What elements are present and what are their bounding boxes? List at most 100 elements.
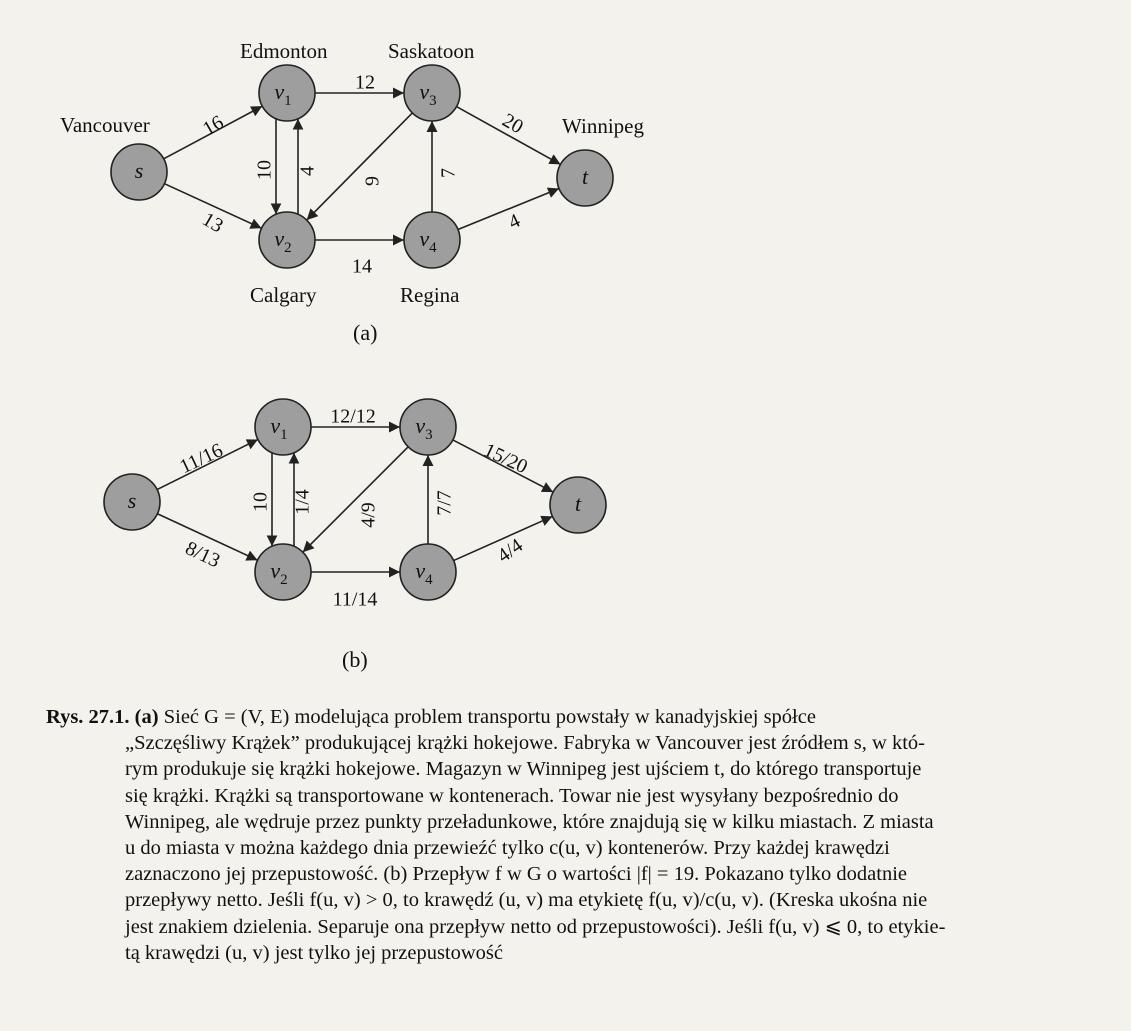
- edge-v4-t: [457, 187, 560, 231]
- node-v2: v2: [254, 543, 312, 601]
- edge-line-v3-v2: [306, 112, 413, 221]
- edge-v3-t: [456, 105, 561, 166]
- edge-s-v1: [163, 105, 263, 160]
- edge-label-s-v2: 8/13: [182, 537, 224, 572]
- city-label-s: Vancouver: [60, 113, 150, 137]
- node-circle-s: [110, 143, 168, 201]
- edge-line-s-v1: [156, 438, 259, 491]
- edge-label-s-v1: 16: [199, 111, 227, 140]
- node-label-t: t: [582, 164, 589, 189]
- edge-label-v1-v2: 10: [250, 492, 272, 512]
- node-v4: v4: [399, 543, 457, 601]
- edge-label-s-v1: 11/16: [176, 439, 226, 478]
- node-v1: v1: [258, 64, 316, 122]
- edge-line-s-v2: [164, 182, 262, 230]
- caption-text: u do miasta v można każdego dnia przewie…: [125, 837, 890, 860]
- node-circle-v2: [258, 211, 316, 269]
- edge-label-v4-t: 4: [505, 210, 523, 234]
- edge-line-v4-t: [457, 187, 560, 231]
- caption-line: przepływy netto. Jeśli f(u, v) > 0, to k…: [46, 887, 1086, 913]
- caption-text: Winnipeg, ale wędruje przez punkty przeł…: [125, 810, 934, 833]
- edge-line-v3-t: [452, 439, 554, 493]
- edge-line-v4-t: [453, 515, 553, 562]
- edge-line-s-v2: [157, 513, 258, 561]
- node-circle-t: [549, 476, 607, 534]
- caption-text: jest znakiem dzielenia. Separuje ona prz…: [125, 915, 946, 938]
- node-circle-s: [103, 473, 161, 531]
- figure-caption: Rys. 27.1. (a) Sieć G = (V, E) modelując…: [46, 704, 1086, 966]
- node-label-t: t: [575, 491, 582, 516]
- caption-figure-number: Rys. 27.1. (a): [46, 706, 159, 728]
- caption-text: przepływy netto. Jeśli f(u, v) > 0, to k…: [125, 889, 928, 912]
- node-v1: v1: [254, 398, 312, 456]
- node-circle-v4: [399, 543, 457, 601]
- caption-text: tą krawędzi (u, v) jest tylko jej przepu…: [125, 941, 503, 964]
- edge-label-v1-v2: 10: [254, 160, 276, 180]
- edge-v3-v2: [306, 112, 413, 221]
- node-circle-v2: [254, 543, 312, 601]
- edge-label-s-v2: 13: [199, 208, 227, 237]
- caption-line: Winnipeg, ale wędruje przez punkty przeł…: [46, 809, 1086, 835]
- edge-label-v4-v3: 7: [438, 168, 460, 178]
- caption-text: „Szczęśliwy Krążek” produkującej krążki …: [125, 732, 925, 755]
- caption-text: się krążki. Krążki są transportowane w k…: [125, 784, 899, 807]
- caption-line: rym produkuje się krążki hokejowe. Magaz…: [46, 756, 1086, 782]
- edge-label-v1-v3: 12: [355, 72, 375, 94]
- node-s: s: [110, 143, 168, 201]
- node-circle-v3: [399, 398, 457, 456]
- node-circle-v1: [254, 398, 312, 456]
- node-label-s: s: [135, 158, 144, 183]
- caption-line: „Szczęśliwy Krążek” produkującej krążki …: [46, 730, 1086, 756]
- node-v2: v2: [258, 211, 316, 269]
- edge-s-v1: [156, 438, 259, 491]
- caption-line: jest znakiem dzielenia. Separuje ona prz…: [46, 914, 1086, 940]
- edge-label-v3-v2: 9: [362, 176, 384, 186]
- edge-line-v3-v2: [302, 446, 409, 553]
- edge-label-v2-v4: 11/14: [333, 589, 378, 611]
- node-circle-v1: [258, 64, 316, 122]
- edge-label-v2-v4: 14: [352, 256, 372, 278]
- edge-v3-t: [452, 439, 554, 493]
- edge-label-v3-v2: 4/9: [358, 502, 380, 528]
- edge-label-v4-v3: 7/7: [434, 490, 456, 516]
- network-a: 16 13 12 10 4 9 14 7 20 4 s v1 v2 v3 v4 t Vancouver Edmon…: [60, 39, 644, 307]
- node-v3: v3: [403, 64, 461, 122]
- edge-s-v2: [164, 182, 262, 230]
- city-label-v3: Saskatoon: [388, 39, 475, 63]
- node-v3: v3: [399, 398, 457, 456]
- node-t: t: [549, 476, 607, 534]
- city-label-v2: Calgary: [250, 283, 317, 307]
- edge-line-s-v1: [163, 105, 263, 160]
- node-s: s: [103, 473, 161, 531]
- node-t: t: [556, 149, 614, 207]
- caption-line: tą krawędzi (u, v) jest tylko jej przepu…: [46, 940, 1086, 966]
- edge-label-v3-t: 15/20: [480, 439, 531, 478]
- edge-label-v1-v3: 12/12: [330, 406, 376, 428]
- city-label-t: Winnipeg: [562, 114, 644, 138]
- edge-label-v2-v1: 1/4: [292, 489, 314, 515]
- edge-label-v2-v1: 4: [297, 166, 319, 176]
- subfigure-label-a: (a): [353, 320, 377, 345]
- caption-line: się krążki. Krążki są transportowane w k…: [46, 783, 1086, 809]
- node-circle-v4: [403, 211, 461, 269]
- edge-line-v3-t: [456, 105, 561, 166]
- caption-line: Rys. 27.1. (a) Sieć G = (V, E) modelując…: [46, 704, 1086, 730]
- subfigure-label-b: (b): [342, 647, 368, 672]
- city-label-v1: Edmonton: [240, 39, 328, 63]
- flow-network-figure: 16 13 12 10 4 9 14 7 20 4 s v1 v2 v3 v4 t Vancouver Edmon…: [60, 39, 644, 672]
- node-circle-v3: [403, 64, 461, 122]
- caption-text: Sieć G = (V, E) modelująca problem trans…: [158, 706, 816, 728]
- node-v4: v4: [403, 211, 461, 269]
- node-circle-t: [556, 149, 614, 207]
- edge-v4-t: [453, 515, 553, 562]
- caption-line: u do miasta v można każdego dnia przewie…: [46, 835, 1086, 861]
- edge-v3-v2: [302, 446, 409, 553]
- edge-s-v2: [157, 513, 258, 561]
- node-label-s: s: [128, 488, 137, 513]
- caption-text: zaznaczono jej przepustowość. (b) Przepł…: [125, 863, 908, 886]
- caption-line: zaznaczono jej przepustowość. (b) Przepł…: [46, 861, 1086, 887]
- edge-label-v3-t: 20: [499, 109, 527, 138]
- caption-text: rym produkuje się krążki hokejowe. Magaz…: [125, 758, 922, 781]
